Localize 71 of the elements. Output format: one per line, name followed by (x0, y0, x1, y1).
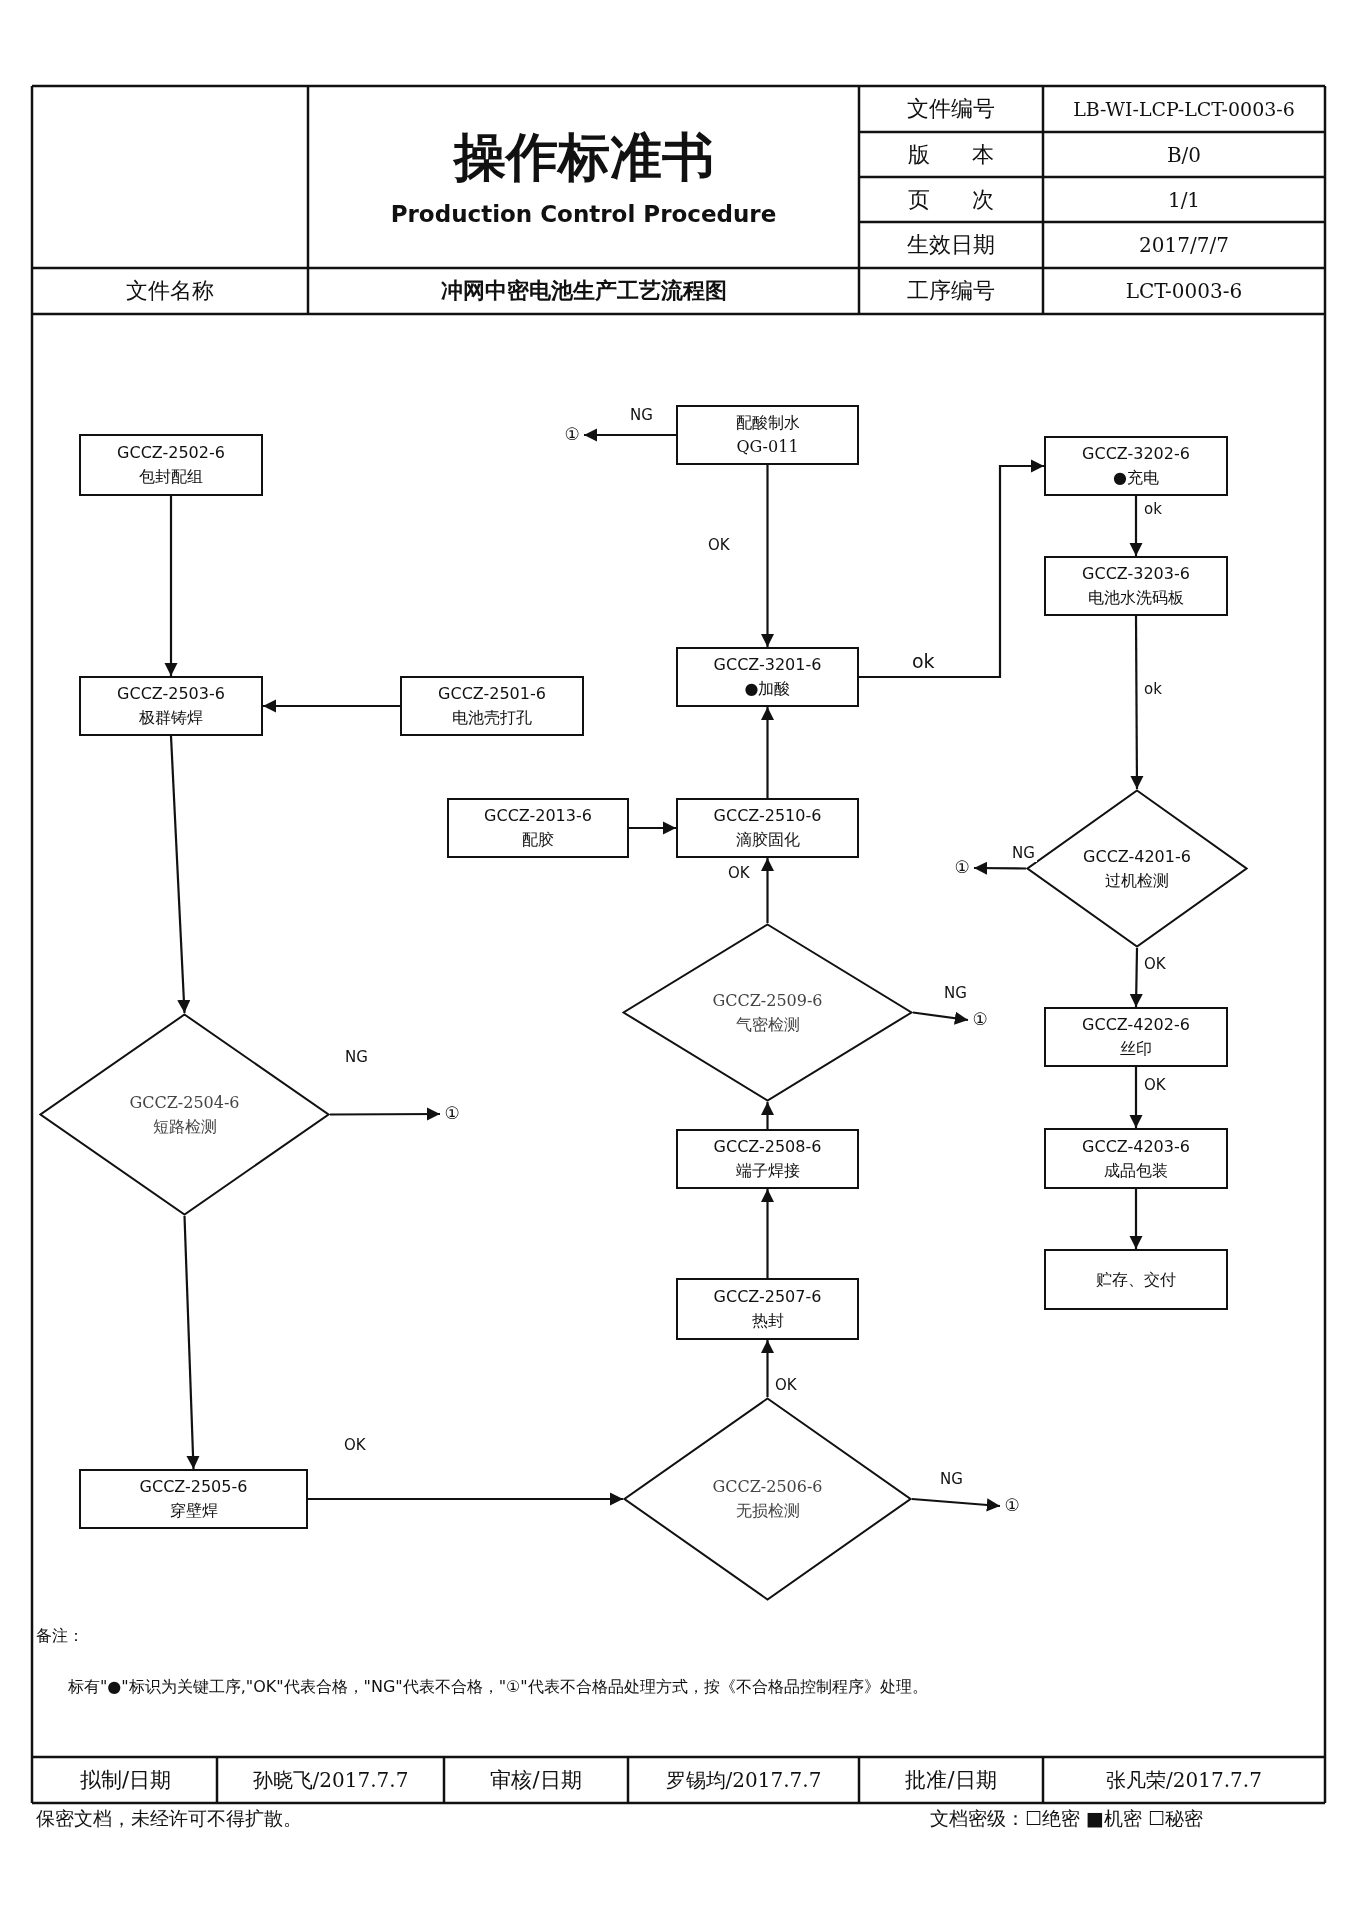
process-box: GCCZ-2503-6 极群铸焊 (79, 676, 263, 736)
arrow (760, 707, 775, 798)
table-cell-text: 审核/日期 (489, 1767, 583, 1794)
table-cell-text: 工序编号 (906, 277, 996, 305)
process-box: GCCZ-2508-6 端子焊接 (676, 1129, 859, 1189)
table-cell-text: 2017/7/7 (1138, 232, 1230, 259)
arrow (1130, 616, 1144, 789)
arrow (169, 735, 191, 1014)
process-box: GCCZ-2505-6 穿壁焊 (79, 1469, 308, 1529)
process-box: GCCZ-2507-6 热封 (676, 1278, 859, 1340)
arrow (1129, 948, 1143, 1007)
arrow (760, 1102, 775, 1129)
process-box: GCCZ-2013-6 配胶 (447, 798, 629, 858)
arrow (912, 1011, 969, 1025)
note-text: 标有"●"标识为关键工序,"OK"代表合格，"NG"代表不合格，"①"代表不合格品处理方式，按《不合格品控制程序》处理。 (68, 1675, 929, 1698)
arrow (629, 821, 676, 835)
edge-label: NG (1010, 844, 1037, 862)
arrow (1129, 1067, 1143, 1128)
table-cell-text: 文件名称 (125, 277, 215, 305)
reject-marker: ① (440, 1102, 464, 1126)
table-cell-text: 批准/日期 (904, 1767, 998, 1794)
process-box: GCCZ-2510-6 滴胶固化 (676, 798, 859, 858)
arrow (859, 459, 1044, 679)
table-cell-text: 生效日期 (906, 231, 996, 259)
arrow (760, 1189, 775, 1278)
process-box: GCCZ-3202-6 ●充电 (1044, 436, 1228, 496)
document-title: 操作标准书 (452, 125, 715, 189)
decision-diamond: GCCZ-2506-6 无损检测 (623, 1397, 912, 1601)
table-cell-text: 拟制/日期 (78, 1767, 173, 1794)
reject-marker: ① (560, 423, 584, 447)
arrow (911, 1497, 1001, 1512)
table-cell-text: 孙晓飞/2017.7.7 (251, 1766, 410, 1794)
arrow (1129, 496, 1143, 556)
arrow (760, 465, 775, 647)
table-cell-text: 文件编号 (906, 95, 996, 123)
decision-diamond: GCCZ-2509-6 气密检测 (622, 923, 913, 1102)
reject-marker: ① (1000, 1494, 1024, 1518)
arrow (164, 496, 178, 676)
process-box: GCCZ-2502-6 包封配组 (79, 434, 263, 496)
reject-marker: ① (968, 1008, 992, 1032)
arrow (760, 1340, 775, 1397)
table-cell-text: 1/1 (1166, 186, 1202, 214)
table-cell-text: LCT-0003-6 (1124, 278, 1244, 305)
subtitle: Production Control Procedure (389, 200, 778, 229)
security-level: 文档密级：☐绝密 ■机密 ☐秘密 (930, 1806, 1205, 1831)
table-cell-text: LB-WI-LCP-LCT-0003-6 (1072, 97, 1296, 122)
table-cell-text: B/0 (1165, 141, 1203, 169)
arrow (308, 1492, 623, 1506)
decision-diamond: GCCZ-2504-6 短路检测 (39, 1013, 330, 1216)
process-box: GCCZ-4202-6 丝印 (1044, 1007, 1228, 1067)
arrow (330, 1107, 440, 1121)
arrow (760, 858, 775, 923)
table-cell-text: 张凡荣/2017.7.7 (1105, 1766, 1263, 1794)
process-box: 配酸制水 QG-011 (676, 405, 859, 465)
reject-marker: ① (950, 856, 974, 880)
confidential-note: 保密文档，未经许可不得扩散。 (36, 1806, 303, 1831)
arrow (263, 699, 400, 713)
process-box: GCCZ-4203-6 成品包装 (1044, 1128, 1228, 1189)
arrow (183, 1215, 200, 1470)
table-cell-text: 冲网中密电池生产工艺流程图 (439, 277, 728, 305)
table-cell-text: 罗锡均/2017.7.7 (664, 1766, 823, 1794)
process-box: 贮存、交付 (1044, 1249, 1228, 1310)
arrow (584, 428, 676, 442)
process-box: GCCZ-3203-6 电池水洗码板 (1044, 556, 1228, 616)
process-box: GCCZ-2501-6 电池壳打孔 (400, 676, 584, 736)
table-cell-text: 版 本 (906, 140, 996, 169)
table-cell-text: 页 次 (906, 185, 996, 214)
arrow (1129, 1189, 1143, 1249)
arrow (974, 861, 1026, 875)
process-box: GCCZ-3201-6 ●加酸 (676, 647, 859, 707)
note-heading: 备注： (36, 1624, 85, 1647)
